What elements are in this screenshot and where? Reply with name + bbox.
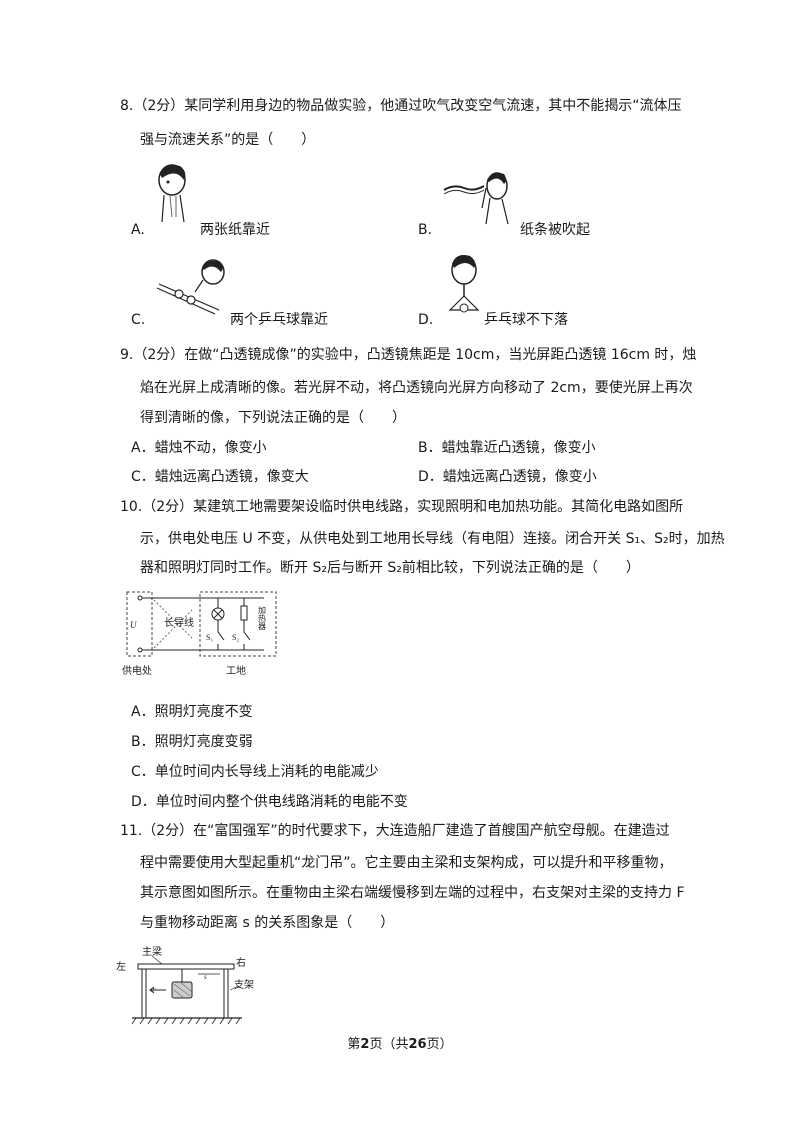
label-s2: S₂ xyxy=(232,633,239,642)
q9-option-b: B．蜡烛靠近凸透镜，像变小 xyxy=(418,440,596,456)
footer-total-pages: 26 xyxy=(408,1037,427,1052)
q8-option-c-letter: C. xyxy=(131,312,146,328)
footer-post: 页） xyxy=(426,1037,453,1052)
q10-line1: 10.（2分）某建筑工地需要架设临时供电线路，实现照明和电加热功能。其简化电路如… xyxy=(120,499,684,515)
label-s: s xyxy=(204,973,207,981)
label-supply: 供电处 xyxy=(122,664,152,677)
q9-option-c: C．蜡烛远离凸透镜，像变大 xyxy=(131,469,309,485)
q8-option-b-letter: B. xyxy=(418,222,433,238)
q8-option-a-letter: A. xyxy=(131,222,145,238)
q9-line2: 焰在光屏上成清晰的像。若光屏不动，将凸透镜向光屏方向移动了 2cm，要使光屏上再… xyxy=(140,380,693,396)
label-u: U xyxy=(130,620,137,630)
label-support: 支架 xyxy=(234,979,254,991)
q8-option-a-caption: 两张纸靠近 xyxy=(200,222,270,238)
label-s1: S₁ xyxy=(206,633,213,642)
q10-option-c: C．单位时间内长导线上消耗的电能减少 xyxy=(131,764,379,780)
q8-option-d-caption: 乒乓球不下落 xyxy=(484,312,568,328)
q10-option-b: B．照明灯亮度变弱 xyxy=(131,734,253,750)
footer-mid: 页（共 xyxy=(369,1037,409,1052)
q8-figure-c xyxy=(155,258,235,316)
q9-option-d: D．蜡烛远离凸透镜，像变小 xyxy=(418,469,597,485)
footer-pre: 第 xyxy=(347,1037,361,1052)
q8-figure-b xyxy=(442,168,522,228)
q10-option-a: A．照明灯亮度不变 xyxy=(131,704,253,720)
q11-crane-figure: 主梁 左 右 支架 s F xyxy=(112,944,262,1026)
q8-line2: 强与流速关系”的是（ ） xyxy=(140,132,316,148)
q8-option-b-caption: 纸条被吹起 xyxy=(520,222,590,238)
q8-figure-a xyxy=(150,162,200,232)
page-footer: 第2页（共26页） xyxy=(0,1033,800,1052)
label-site: 工地 xyxy=(226,664,246,677)
q11-line4: 与重物移动距离 s 的关系图象是（ ） xyxy=(140,915,395,931)
label-right: 右 xyxy=(236,956,246,969)
q10-line2: 示，供电处电压 U 不变，从供电处到工地用长导线（有电阻）连接。闭合开关 S₁、… xyxy=(140,531,725,547)
label-left: 左 xyxy=(116,960,126,973)
q9-line1: 9.（2分）在做“凸透镜成像”的实验中，凸透镜焦距是 10cm，当光屏距凸透镜 … xyxy=(120,347,697,363)
label-beam: 主梁 xyxy=(142,945,162,958)
q9-option-a: A．蜡烛不动，像变小 xyxy=(131,440,267,456)
label-wire: 长导线 xyxy=(164,616,194,629)
q8-option-d-letter: D. xyxy=(418,312,434,328)
label-f: F xyxy=(151,988,156,994)
q10-line3: 器和照明灯同时工作。断开 S₂后与断开 S₂前相比较，下列说法正确的是（ ） xyxy=(140,560,640,576)
q8-option-c-caption: 两个乒乓球靠近 xyxy=(230,312,328,328)
q10-option-d: D．单位时间内整个供电线路消耗的电能不变 xyxy=(131,794,408,810)
footer-page-number: 2 xyxy=(360,1037,370,1052)
q10-circuit-figure: U 长导线 S₁ S₂ 加热器 供电处 工地 xyxy=(122,588,282,680)
q11-line2: 程中需要使用大型起重机“龙门吊”。它主要由主梁和支架构成，可以提升和平移重物， xyxy=(140,855,673,871)
label-heater: 加热器 xyxy=(258,605,267,631)
q11-line1: 11.（2分）在“富国强军”的时代要求下，大连造船厂建造了首艘国产航空母舰。在建… xyxy=(120,823,670,839)
q9-line3: 得到清晰的像，下列说法正确的是（ ） xyxy=(140,410,406,426)
q11-line3: 其示意图如图所示。在重物由主梁右端缓慢移到左端的过程中，右支架对主梁的支持力 F xyxy=(140,885,685,901)
q8-figure-d xyxy=(440,252,490,316)
q8-line1: 8.（2分）某同学利用身边的物品做实验，他通过吹气改变空气流速，其中不能揭示“流… xyxy=(120,98,682,114)
